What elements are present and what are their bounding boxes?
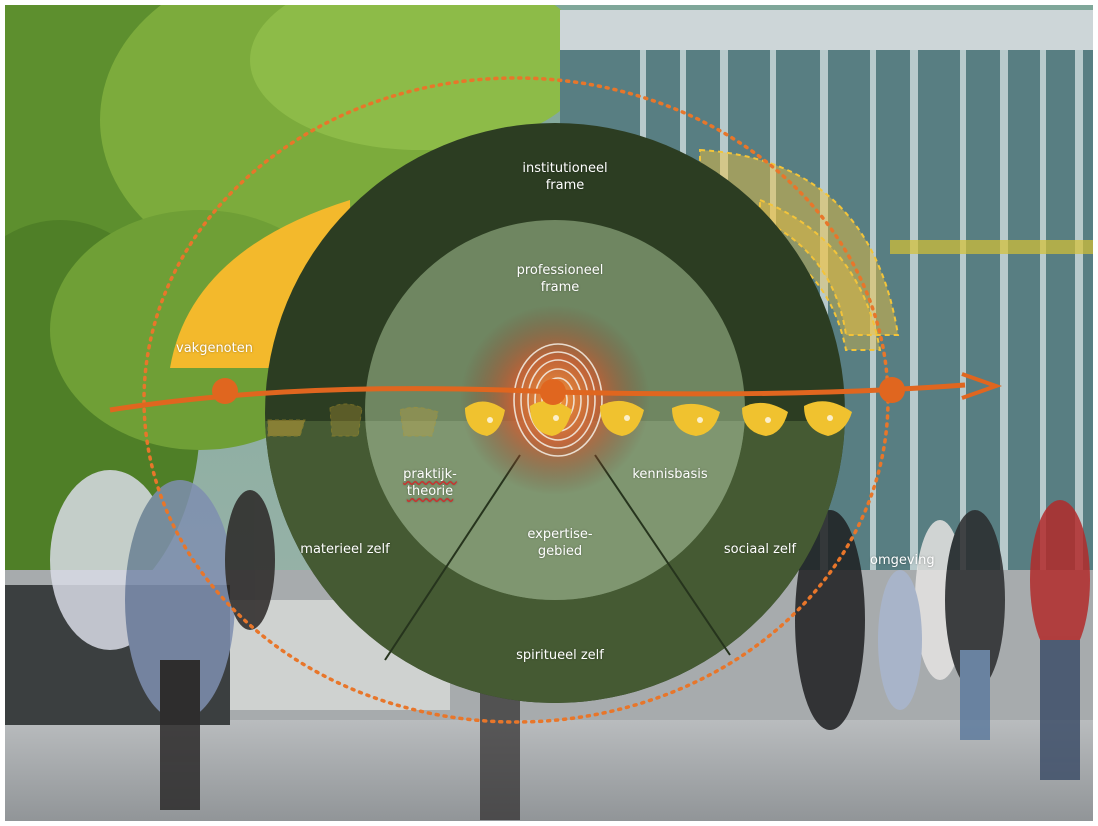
- label-line: gebied: [537, 544, 583, 559]
- label-professional-frame: professioneel frame: [500, 262, 620, 296]
- label-line: theorie: [406, 484, 454, 499]
- label-line: professioneel: [516, 263, 604, 278]
- label-line: frame: [545, 178, 585, 193]
- label-practice-theory: praktijk- theorie: [380, 466, 480, 500]
- label-institutional-frame: institutioneel frame: [505, 160, 625, 194]
- divider-left: [384, 454, 521, 661]
- label-environment: omgeving: [870, 553, 935, 568]
- label-line: frame: [540, 280, 580, 295]
- timeline-arrow: [109, 372, 1003, 413]
- label-social-self: sociaal zelf: [723, 542, 797, 557]
- label-line: praktijk-: [403, 467, 457, 482]
- label-line: institutioneel: [522, 161, 608, 176]
- divider-right: [594, 454, 731, 656]
- label-expertise-area: expertise- gebied: [500, 526, 620, 560]
- label-knowledge-base: kennisbasis: [632, 467, 708, 482]
- label-material-self: materieel zelf: [300, 542, 390, 557]
- yellow-arc-right: [699, 148, 900, 351]
- puzzle-pieces: [267, 400, 852, 437]
- inner-disc-lower: [365, 421, 745, 600]
- label-peers: vakgenoten: [176, 341, 253, 356]
- label-spiritual-self: spiritueel zelf: [516, 648, 604, 663]
- label-line: expertise-: [527, 527, 593, 542]
